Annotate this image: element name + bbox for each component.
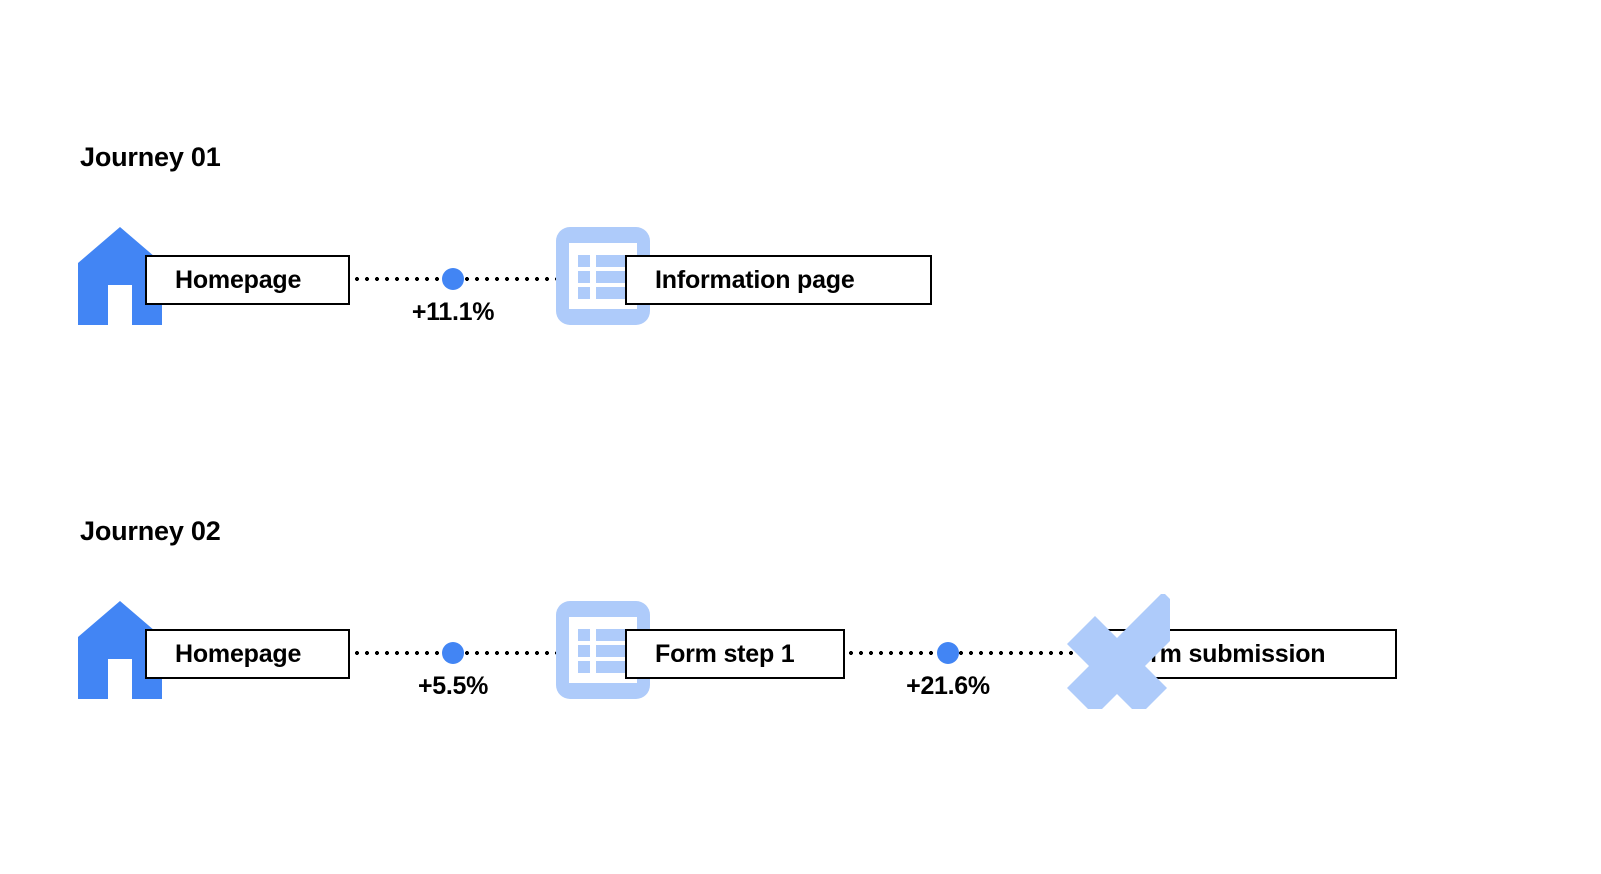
checkmark-icon xyxy=(1050,592,1191,716)
home-icon xyxy=(78,227,162,325)
node-homepage-2[interactable]: Homepage xyxy=(145,629,350,679)
node-form-step-1-label: Form step 1 xyxy=(655,639,795,668)
connector-homepage-to-form-step-1 xyxy=(352,651,628,655)
metric-2-2-label: +21.6% xyxy=(906,672,990,700)
journey-01-flow: Homepage +11.1% Information page xyxy=(0,215,1601,345)
journey-02-flow: Homepage +5.5% Form step 1 xyxy=(0,589,1601,719)
journey-01-title: Journey 01 xyxy=(80,142,221,172)
journey-02-title: Journey 02 xyxy=(80,516,221,546)
node-information-page[interactable]: Information page xyxy=(625,255,932,305)
node-homepage-1[interactable]: Homepage xyxy=(145,255,350,305)
node-information-page-label: Information page xyxy=(655,265,855,294)
metric-1-1-label: +11.1% xyxy=(411,298,495,326)
metric-2-2[interactable]: +21.6% xyxy=(906,642,990,699)
connector-form-step-1-to-form-submission xyxy=(846,651,1124,655)
node-homepage-2-label: Homepage xyxy=(175,639,302,668)
connector-homepage-to-information-page xyxy=(352,277,628,281)
node-homepage-1-label: Homepage xyxy=(175,265,302,294)
metric-1-1-dot xyxy=(442,268,464,290)
metric-2-1-dot xyxy=(442,642,464,664)
metric-1-1[interactable]: +11.1% xyxy=(412,268,494,325)
metric-2-2-dot xyxy=(937,642,959,664)
metric-2-1-label: +5.5% xyxy=(417,672,489,700)
node-form-step-1[interactable]: Form step 1 xyxy=(625,629,845,679)
home-icon xyxy=(78,601,162,699)
metric-2-1[interactable]: +5.5% xyxy=(418,642,488,699)
